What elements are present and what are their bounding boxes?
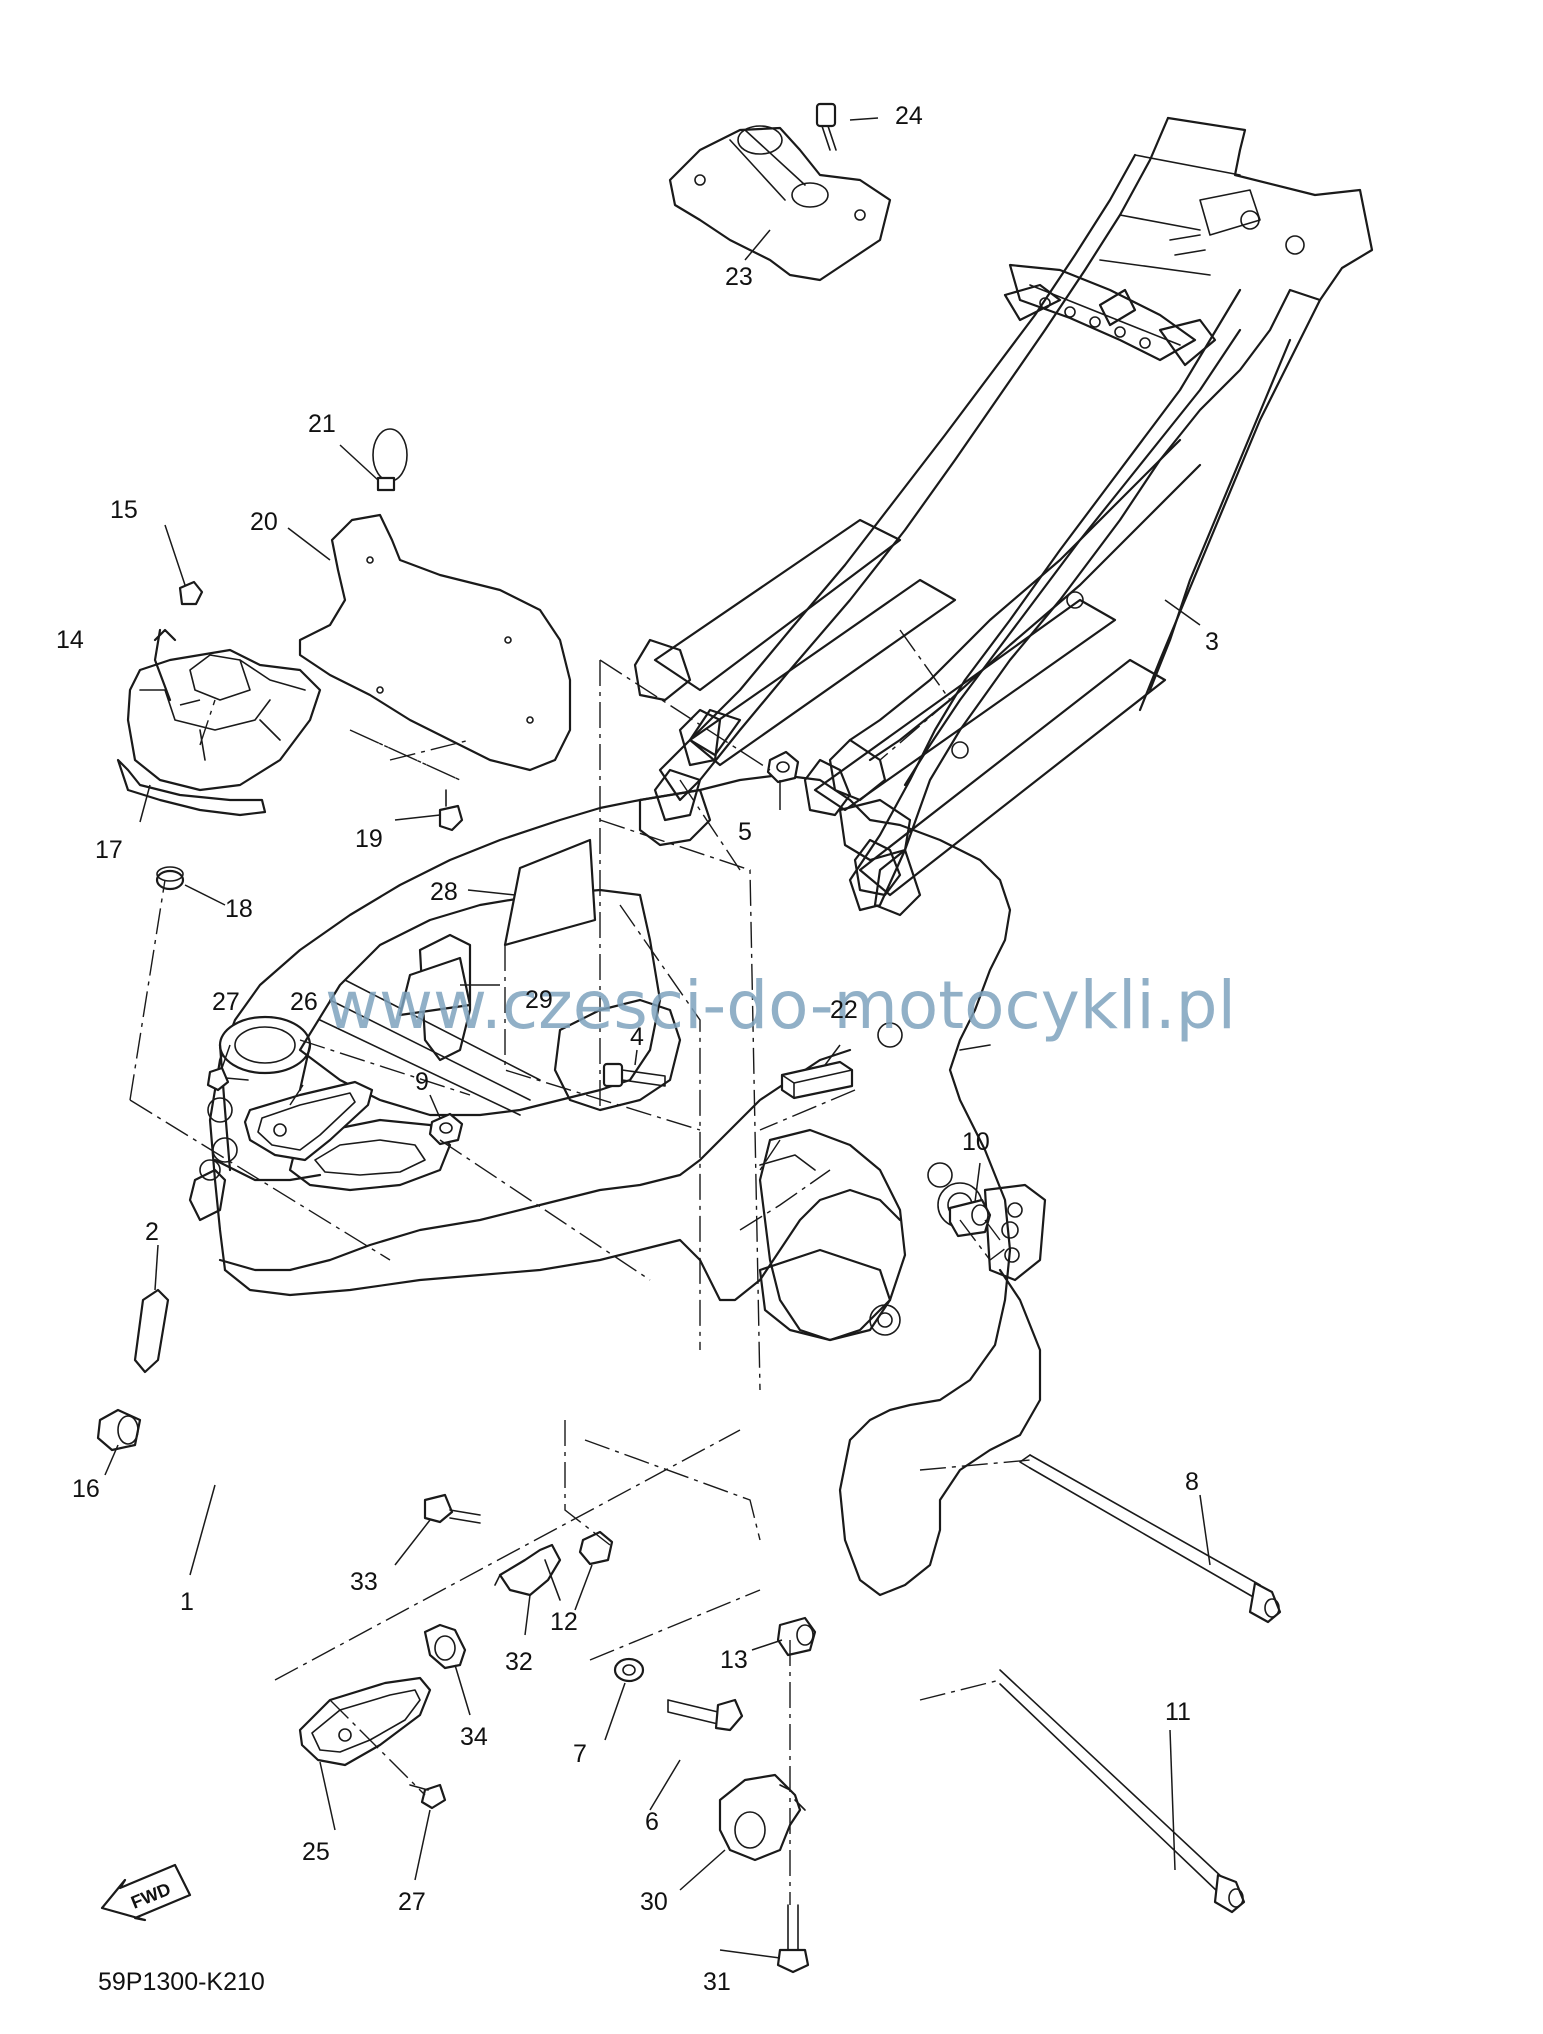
- part-14-tray: [126, 628, 322, 792]
- callout-26: 26: [290, 988, 318, 1016]
- callout-5: 5: [738, 818, 752, 846]
- callout-22: 22: [830, 996, 858, 1024]
- callout-25: 25: [302, 1838, 330, 1866]
- callout-10: 10: [962, 1128, 990, 1156]
- part-25-plate: [298, 1676, 432, 1767]
- part-5-nut: [766, 750, 800, 784]
- part-15-nut: [178, 580, 204, 606]
- callout-31: 31: [703, 1968, 731, 1996]
- callout-9: 9: [415, 1068, 429, 1096]
- part-23-bracket: [668, 125, 892, 282]
- part-19-clip: [438, 789, 464, 832]
- watermark-text: www.czesci-do-motocykli.pl: [325, 967, 1236, 1044]
- part-16-cap: [96, 1408, 142, 1452]
- part-6-bolt: [667, 1698, 744, 1732]
- part-28-pad: [503, 838, 597, 947]
- callout-4: 4: [630, 1023, 644, 1051]
- part-13-collar: [776, 1616, 817, 1657]
- callout-1: 1: [180, 1588, 194, 1616]
- part-33-bolt: [423, 1493, 481, 1524]
- part-11-bolt: [999, 1669, 1246, 1914]
- callout-33: 33: [350, 1568, 378, 1596]
- callout-15: 15: [110, 496, 138, 524]
- callout-34: 34: [460, 1723, 488, 1751]
- part-4-bolt: [602, 1062, 666, 1088]
- part-26-plate: [243, 1080, 374, 1162]
- callout-23: 23: [725, 263, 753, 291]
- part-17-strip: [116, 758, 267, 817]
- callout-28: 28: [430, 878, 458, 906]
- callout-18: 18: [225, 895, 253, 923]
- callout-27: 27: [212, 988, 240, 1016]
- part-27-screw: [206, 1066, 249, 1092]
- part-10-collar: [948, 1198, 992, 1238]
- part-30-bracket: [718, 1773, 806, 1862]
- part-18-grommet: [155, 866, 185, 891]
- rear-subframe: [633, 116, 1374, 917]
- part-22-block: [780, 1060, 854, 1100]
- callout-20: 20: [250, 508, 278, 536]
- part-32-bracket: [494, 1543, 562, 1601]
- part-27-screw-second: [409, 1783, 447, 1810]
- callout-13: 13: [720, 1646, 748, 1674]
- callout-3: 3: [1205, 628, 1219, 656]
- callout-16: 16: [72, 1475, 100, 1503]
- part-34-clamp: [423, 1623, 467, 1670]
- part-12-nut: [578, 1530, 614, 1566]
- main-frame: [188, 773, 1047, 1597]
- callout-14: 14: [56, 626, 84, 654]
- callout-32: 32: [505, 1648, 533, 1676]
- callout-8: 8: [1185, 1468, 1199, 1496]
- part-8-bolt: [1019, 1454, 1282, 1624]
- callout-labels: 1 2 3 4 5 6 7 8 9 10 11 12 13 14 15 16 1…: [56, 102, 1219, 1996]
- part-24-bolt: [815, 102, 837, 151]
- part-20-cover: [298, 513, 572, 772]
- callout-21: 21: [308, 410, 336, 438]
- assembly-lines: [104, 117, 1211, 1959]
- part-9-nut: [428, 1112, 464, 1146]
- part-2-strip: [133, 1288, 170, 1374]
- fwd-arrow-icon: FWD: [100, 1863, 192, 1922]
- callout-24: 24: [895, 102, 923, 130]
- part-21-cable-tie: [372, 428, 408, 492]
- callout-27-second: 27: [398, 1888, 426, 1916]
- part-7-washer: [613, 1657, 645, 1683]
- callout-17: 17: [95, 836, 123, 864]
- callout-19: 19: [355, 825, 383, 853]
- part-29-pad: [398, 956, 472, 1017]
- callout-6: 6: [645, 1808, 659, 1836]
- callout-7: 7: [573, 1740, 587, 1768]
- callout-29: 29: [525, 986, 553, 1014]
- diagram-code: 59P1300-K210: [98, 1968, 265, 1996]
- callout-11: 11: [1165, 1698, 1191, 1726]
- callout-30: 30: [640, 1888, 668, 1916]
- fwd-label: FWD: [128, 1879, 173, 1913]
- callout-2: 2: [145, 1218, 159, 1246]
- part-31-bolt: [776, 1904, 810, 1974]
- callout-12: 12: [550, 1608, 578, 1636]
